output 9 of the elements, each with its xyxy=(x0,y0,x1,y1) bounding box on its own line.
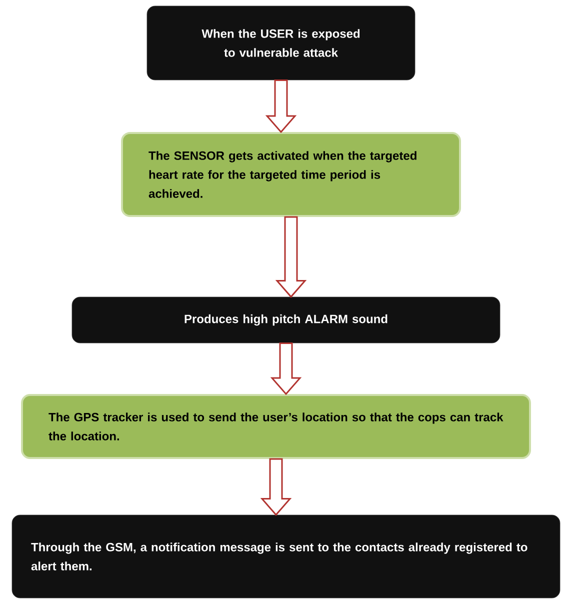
process-box: The GPS tracker is used to send the user’s location so that the cops can track the location. xyxy=(21,394,531,459)
block-arrow xyxy=(265,79,297,134)
block-arrow xyxy=(260,458,292,516)
block-arrow xyxy=(270,342,302,396)
block-arrow xyxy=(275,216,307,298)
process-box: When the USER is exposed to vulnerable attack xyxy=(146,6,416,80)
process-box: Produces high pitch ALARM sound xyxy=(72,296,500,344)
process-box: The SENSOR gets activated when the targeted heart rate for the targeted time period is achieved. xyxy=(121,132,461,217)
process-box: Through the GSM, a notification message is sent to the contacts already registered to alert them. xyxy=(12,514,560,598)
